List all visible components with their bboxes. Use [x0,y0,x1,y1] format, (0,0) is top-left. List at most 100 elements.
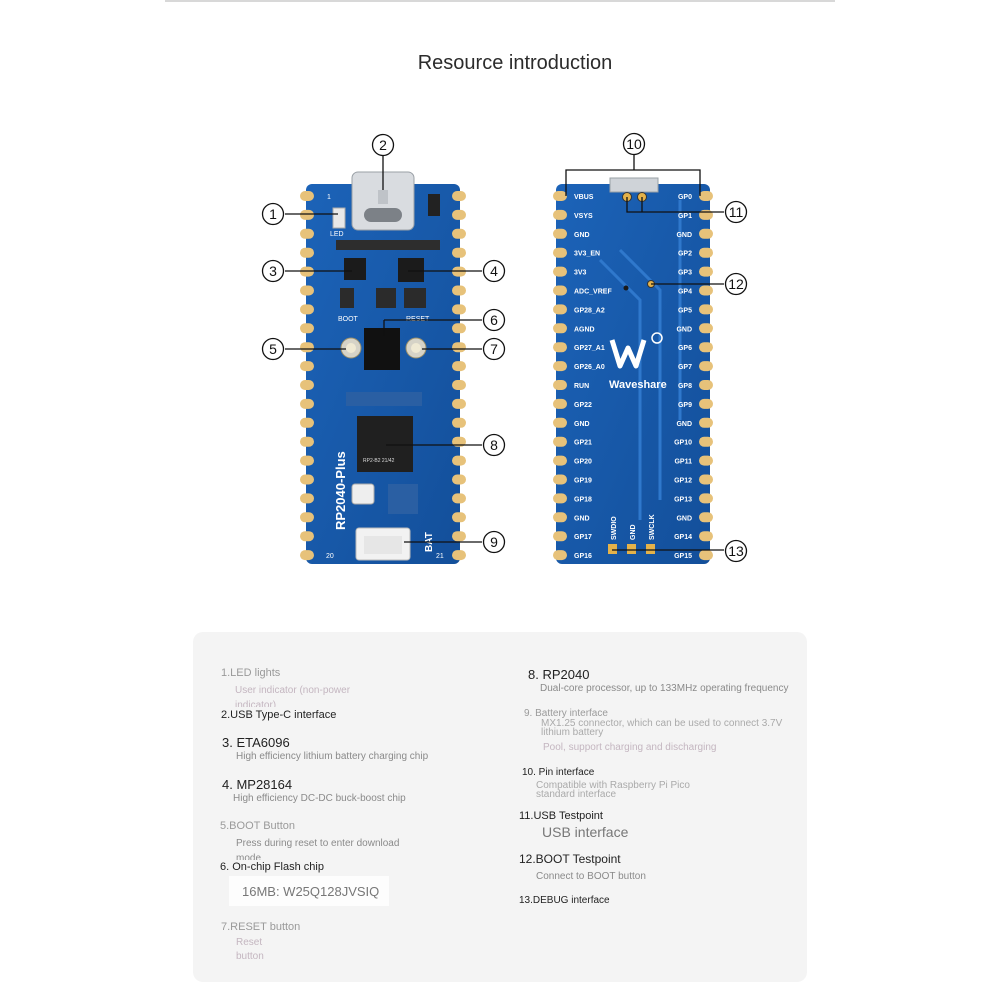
back-pin-label: 3V3 [574,270,587,277]
back-pad [553,342,567,353]
back-pin-label: GP27_A1 [574,345,605,352]
back-pin-label: GP18 [574,496,592,503]
callout-12: 12 [724,272,748,296]
front-pad [452,550,466,561]
callout-5: 5 [261,337,285,361]
back-pad [699,285,713,296]
callout-2: 2 [371,133,395,157]
svg-text:13: 13 [728,543,744,559]
legend-9-desc2: Pool, support charging and discharging [543,742,717,753]
svg-text:7: 7 [490,341,498,357]
svg-text:6: 6 [490,312,498,328]
front-right-pads [452,191,466,561]
front-pad [300,209,314,220]
legend-5-title: 5.BOOT Button [220,820,296,832]
front-pad [452,398,466,409]
back-pad [699,455,713,466]
back-pad [553,209,567,220]
callout-8: 8 [482,433,506,457]
callout-13: 13 [724,539,748,563]
front-pad [452,417,466,428]
boards-illustration: RP2-B2 21/42 1 LED BOOT RESET RP2040-Plu… [261,132,748,564]
back-pin-label: VSYS [574,213,593,220]
back-pad [553,380,567,390]
back-pin-label: GP13 [674,496,692,503]
front-pad [300,304,314,315]
back-pad [699,191,713,201]
back-pin-label: GP21 [574,440,592,447]
back-logo-text: Waveshare [609,379,667,391]
legend-8-desc: Dual-core processor, up to 133MHz operat… [540,683,789,694]
legend-panel [193,632,807,982]
back-pad [553,493,567,504]
legend-7-desc: Reset button [236,937,264,962]
rp2040-chip-text: RP2-B2 21/42 [363,458,395,464]
legend-1-title: 1.LED lights [221,667,281,679]
back-pin-label: GP11 [674,459,692,466]
back-pin-label: GP15 [674,553,692,560]
back-pad [699,266,713,277]
back-pin-label: GP3 [678,270,692,277]
callout-1: 1 [261,202,285,226]
front-led-label: LED [330,231,344,238]
front-pad [452,474,466,485]
front-pad [452,285,466,296]
back-pad [699,531,713,542]
legend-1-desc: User indicator (non-power indicator) [235,685,351,707]
back-pad [553,304,567,315]
svg-text:4: 4 [490,263,498,279]
callout-10: 10 [622,132,646,156]
back-pad [699,512,713,523]
legend-11-desc: USB interface [542,824,629,840]
svg-text:2: 2 [379,137,387,153]
top-divider [165,0,835,2]
svg-text:1: 1 [269,206,277,222]
legend-7-title: 7.RESET button [221,921,301,933]
svg-text:10: 10 [626,136,642,152]
front-pin-20: 20 [326,553,334,560]
back-pin-label: GP8 [678,383,692,390]
front-pad [452,361,466,372]
front-pad [452,380,466,390]
front-pad [300,361,314,372]
back-pad [553,361,567,372]
back-pad [699,361,713,372]
front-pad [452,191,466,201]
back-pad [553,398,567,409]
callout-3: 3 [261,259,285,283]
legend-10-desc: Compatible with Raspberry Pi Pico standa… [536,780,690,800]
back-pin-label: GP4 [678,289,692,296]
legend-11-title: 11.USB Testpoint [519,810,603,822]
front-pin-1: 1 [327,194,331,201]
back-pad [699,380,713,390]
back-pad [699,342,713,353]
callout-9: 9 [482,530,506,554]
front-pad [300,493,314,504]
back-pin-label: AGND [574,326,595,333]
legend-9-desc1: MX1.25 connector, which can be used to c… [541,718,783,738]
svg-text:12: 12 [728,276,744,292]
back-pin-label: GP2 [678,251,692,258]
back-swdio-label: SWDIO [611,516,618,540]
back-pin-label: GP5 [678,307,692,314]
front-pad [300,380,314,390]
flash-value-box [229,876,389,906]
svg-text:11: 11 [729,204,744,220]
back-pin-label: GP7 [678,364,692,371]
front-pad [452,228,466,239]
back-pad [699,474,713,485]
front-pad [300,455,314,466]
back-pin-label: GP28_A2 [574,307,605,314]
back-pad [553,191,567,201]
back-pad [553,228,567,239]
callout-7: 7 [482,337,506,361]
svg-text:5: 5 [269,341,277,357]
back-pad [553,474,567,485]
back-pin-label: GP16 [574,553,592,560]
back-pad [553,323,567,334]
back-pad [553,550,567,561]
front-pad [300,285,314,296]
